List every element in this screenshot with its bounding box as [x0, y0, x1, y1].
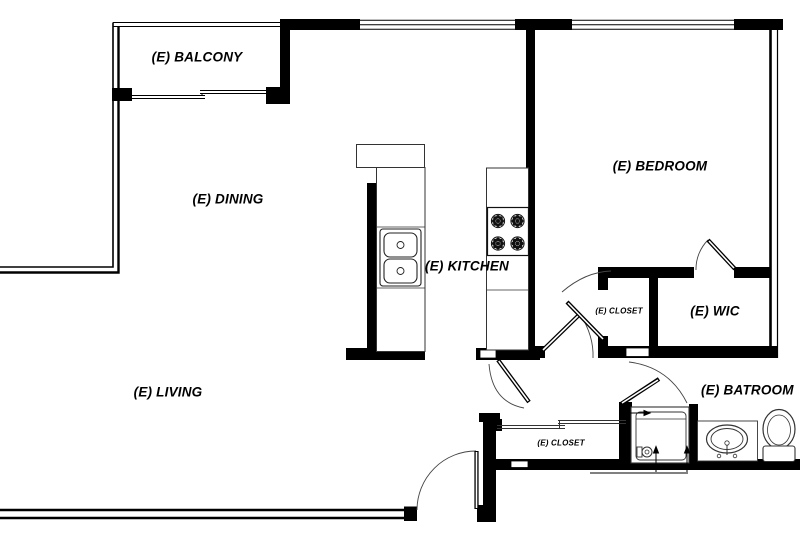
wall-bathroom-north: [598, 346, 778, 358]
wall-top-segments: [285, 19, 783, 30]
wall-exterior-east: [769, 29, 779, 358]
entry-swing-door: [416, 450, 479, 511]
wall-bathroom-south: [485, 459, 800, 470]
bathroom-door: [619, 361, 688, 406]
tub-dimension-arrows: [629, 409, 691, 472]
balcony-railing: [113, 21, 285, 28]
wall-kitchen-west: [367, 183, 376, 360]
room-label-living: (E) LIVING: [133, 384, 203, 400]
wall-kitchen-bedroom: [526, 30, 535, 352]
room-label-kitchen: (E) KITCHEN: [425, 258, 509, 274]
wall-bedroom-south-west: [598, 267, 694, 278]
sliding-closet-doors: [497, 420, 626, 429]
wall-tub-vanity: [689, 404, 698, 464]
wall-closet-hall-west-upper: [598, 267, 608, 290]
bedroom-wic-door: [695, 238, 737, 271]
stove-4-burner: [486, 206, 530, 257]
wall-closet-hall-west-lower: [598, 336, 608, 352]
room-label-wic: (E) WIC: [690, 303, 740, 319]
balcony-walls: [112, 19, 290, 104]
room-label-bedroom: (E) BEDROOM: [612, 158, 708, 174]
room-label-bathroom: (E) BATROOM: [701, 382, 794, 398]
wall-entry-foot: [477, 505, 496, 522]
kitchen-door: [488, 358, 531, 409]
vanity-oval-sink: [697, 420, 758, 462]
wall-closet-bathroom: [619, 402, 632, 470]
window-top-right: [569, 19, 737, 30]
balcony-sliding-door: [130, 90, 270, 99]
room-label-balcony: (E) BALCONY: [151, 49, 243, 65]
room-label-closet-entry: (E) CLOSET: [537, 438, 585, 448]
toilet: [762, 408, 796, 463]
bathtub-with-faucet: [630, 406, 690, 464]
refrigerator-cabinet: [356, 144, 425, 168]
window-top-left: [357, 19, 518, 30]
room-label-closet-hall: (E) CLOSET: [595, 306, 643, 316]
wall-closet-wic: [649, 278, 658, 352]
room-label-dining: (E) DINING: [192, 191, 264, 207]
hall-closet-door: [561, 270, 612, 342]
wall-door-jamb-notches: [479, 347, 650, 468]
wall-bedroom-south-east: [734, 267, 771, 278]
kitchen-counter-right: [486, 167, 529, 351]
kitchen-double-sink: [379, 228, 422, 287]
wall-exterior-west: [0, 22, 120, 274]
wall-exterior-south: [0, 506, 417, 521]
